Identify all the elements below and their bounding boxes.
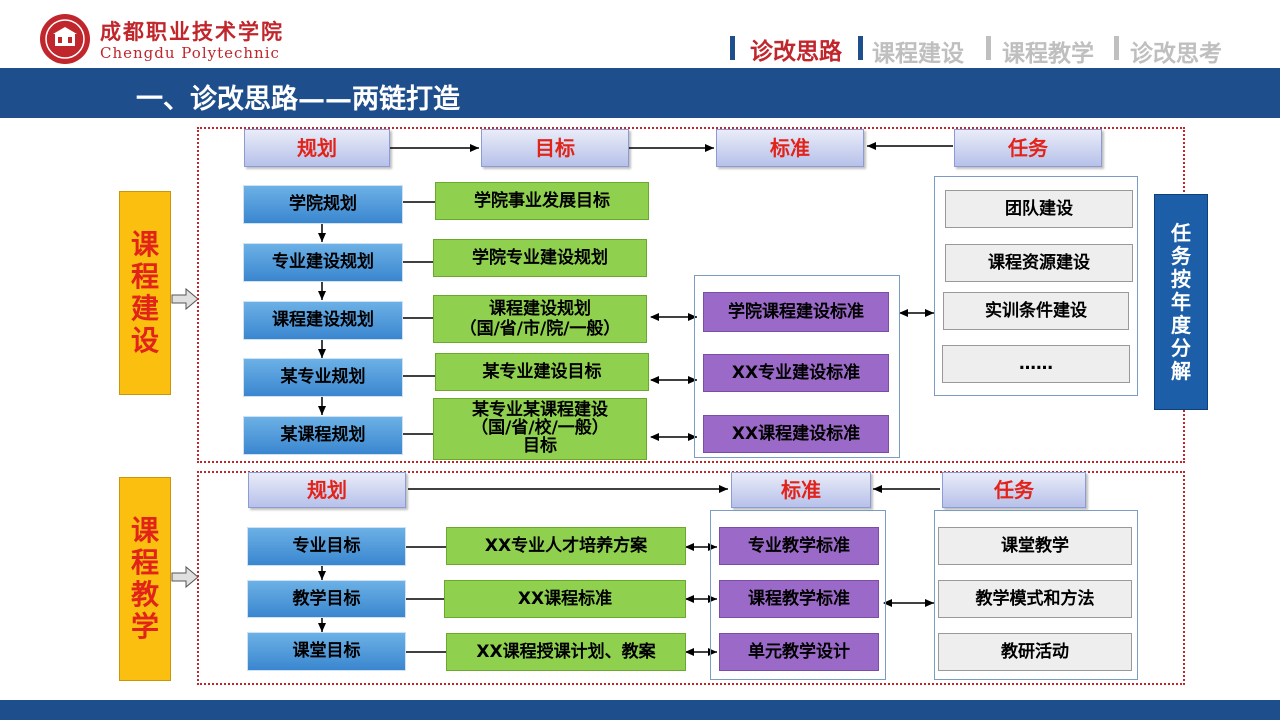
standard-xx-course: XX课程建设标准 <box>703 415 889 453</box>
plan-some-major: 某专业规划 <box>243 358 403 397</box>
doc-course-standard: XX课程标准 <box>444 580 686 618</box>
standard-course-teaching: 课程教学标准 <box>719 580 879 618</box>
logo-name-en: Chengdu Polytechnic <box>100 44 280 62</box>
college-seal-icon <box>40 14 90 64</box>
header-standard: 标准 <box>716 129 864 167</box>
standard-college-course: 学院课程建设标准 <box>703 292 889 332</box>
task-training: 实训条件建设 <box>943 292 1129 330</box>
standard-xx-major: XX专业建设标准 <box>703 354 889 392</box>
page-title: 一、诊改思路——两链打造 <box>136 84 460 115</box>
nav-item-diagnosis-approach[interactable]: 诊改思路 <box>750 39 842 65</box>
goal-course-construction: 课程建设规划（国/省/市/院/一般） <box>433 295 647 343</box>
nav-item-diagnosis-thinking[interactable]: 诊改思考 <box>1130 41 1222 67</box>
plan-college: 学院规划 <box>243 185 403 224</box>
nav-divider <box>1114 36 1119 60</box>
nav-bar: 诊改思路 课程建设 课程教学 诊改思考 <box>730 30 1250 67</box>
plan-major-goal: 专业目标 <box>247 527 406 566</box>
nav-item-course-teaching[interactable]: 课程教学 <box>1002 41 1094 67</box>
side-arrow-icon <box>171 565 199 589</box>
goal-college-major-plan: 学院专业建设规划 <box>433 239 647 277</box>
task-classroom-teaching: 课堂教学 <box>938 527 1132 565</box>
standard-major-teaching: 专业教学标准 <box>719 527 879 565</box>
nav-divider <box>730 36 735 60</box>
doc-lesson-plan: XX课程授课计划、教案 <box>446 633 686 671</box>
tasks-group <box>934 176 1138 396</box>
logo-name-cn: 成都职业技术学院 <box>100 19 284 44</box>
standards-group <box>694 275 900 458</box>
task-teaching-methods: 教学模式和方法 <box>938 580 1132 618</box>
annual-breakdown-label: 任务按 年度分 解 <box>1154 194 1208 410</box>
task-more: …… <box>942 345 1130 383</box>
title-banner: 一、诊改思路——两链打造 <box>0 68 1280 118</box>
plan-teaching-goal: 教学目标 <box>247 580 406 618</box>
goal-college-development: 学院事业发展目标 <box>435 182 649 220</box>
header-plan: 规划 <box>244 129 390 167</box>
task-research-activities: 教研活动 <box>938 633 1132 671</box>
tasks-group-2 <box>934 510 1138 680</box>
task-resources: 课程资源建设 <box>945 244 1133 282</box>
header-plan-2: 规划 <box>248 472 406 508</box>
plan-major-construction: 专业建设规划 <box>243 243 403 282</box>
plan-some-course: 某课程规划 <box>243 416 403 455</box>
task-team: 团队建设 <box>945 190 1133 228</box>
header-task-2: 任务 <box>942 472 1086 508</box>
side-label-course-construction: 课程 建设 <box>119 191 171 395</box>
nav-item-course-construction[interactable]: 课程建设 <box>872 41 964 67</box>
header-standard-2: 标准 <box>731 472 871 508</box>
goal-some-course: 某专业某课程建设（国/省/校/一般）目标 <box>433 398 647 460</box>
side-label-course-teaching: 课程 教学 <box>119 477 171 681</box>
plan-course-construction: 课程建设规划 <box>243 301 403 340</box>
side-arrow-icon <box>171 287 199 311</box>
nav-divider <box>858 36 863 60</box>
doc-talent-training-plan: XX专业人才培养方案 <box>446 527 686 565</box>
standards-group-2 <box>710 510 886 680</box>
goal-some-major: 某专业建设目标 <box>435 353 649 391</box>
section-course-teaching <box>197 471 1185 685</box>
logo: 成都职业技术学院 Chengdu Polytechnic <box>38 12 282 66</box>
plan-classroom-goal: 课堂目标 <box>247 632 406 671</box>
standard-unit-design: 单元教学设计 <box>719 633 879 671</box>
header-goal: 目标 <box>481 129 629 167</box>
footer-bar <box>0 700 1280 720</box>
header-task: 任务 <box>954 129 1102 167</box>
nav-divider <box>986 36 991 60</box>
